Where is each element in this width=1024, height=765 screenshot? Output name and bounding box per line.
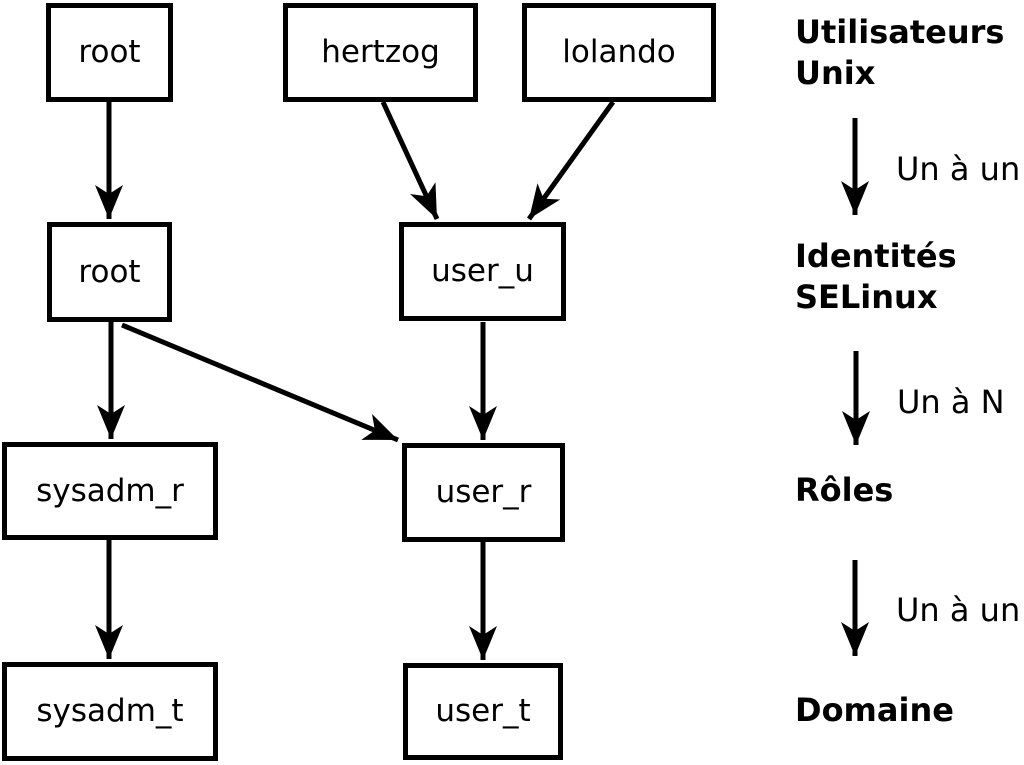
- node-label: user_r: [435, 474, 532, 510]
- node-label: root: [78, 34, 141, 70]
- node-label: hertzog: [321, 34, 440, 70]
- node-unix-user-root: root: [46, 3, 173, 102]
- node-unix-user-lolando: lolando: [522, 3, 716, 102]
- node-role-sysadm-r: sysadm_r: [2, 442, 218, 540]
- legend-arrow-label-one-to-one-2: Un à un: [896, 591, 1021, 629]
- node-label: lolando: [562, 34, 676, 70]
- edge-selinux-root-to-user-r-arrow: [121, 322, 399, 443]
- node-label: user_t: [435, 693, 531, 729]
- node-label: sysadm_r: [36, 472, 184, 509]
- node-selinux-identity-root: root: [47, 222, 172, 322]
- node-role-user-r: user_r: [402, 443, 565, 542]
- legend-arrow-label-one-to-one-1: Un à un: [896, 150, 1021, 188]
- legend-heading-line: Identités: [795, 237, 957, 275]
- legend-arrow-label-one-to-n: Un à N: [897, 383, 1005, 421]
- legend-heading-domain: Domaine: [795, 691, 954, 729]
- legend-heading-line: Unix: [795, 54, 876, 92]
- node-unix-user-hertzog: hertzog: [283, 3, 478, 102]
- node-selinux-identity-user-u: user_u: [399, 222, 566, 321]
- legend-heading-line: SELinux: [795, 278, 938, 316]
- edge-lolando-to-user-u-arrow: [526, 100, 616, 221]
- node-label: sysadm_t: [36, 693, 184, 729]
- legend-heading-line: Utilisateurs: [795, 13, 1005, 51]
- node-label: root: [78, 253, 141, 290]
- node-domain-sysadm-t: sysadm_t: [2, 662, 218, 761]
- edge-hertzog-to-user-u-arrow: [380, 100, 440, 221]
- legend-heading-roles: Rôles: [795, 471, 894, 509]
- node-domain-user-t: user_t: [403, 663, 563, 760]
- node-label: user_u: [431, 253, 534, 289]
